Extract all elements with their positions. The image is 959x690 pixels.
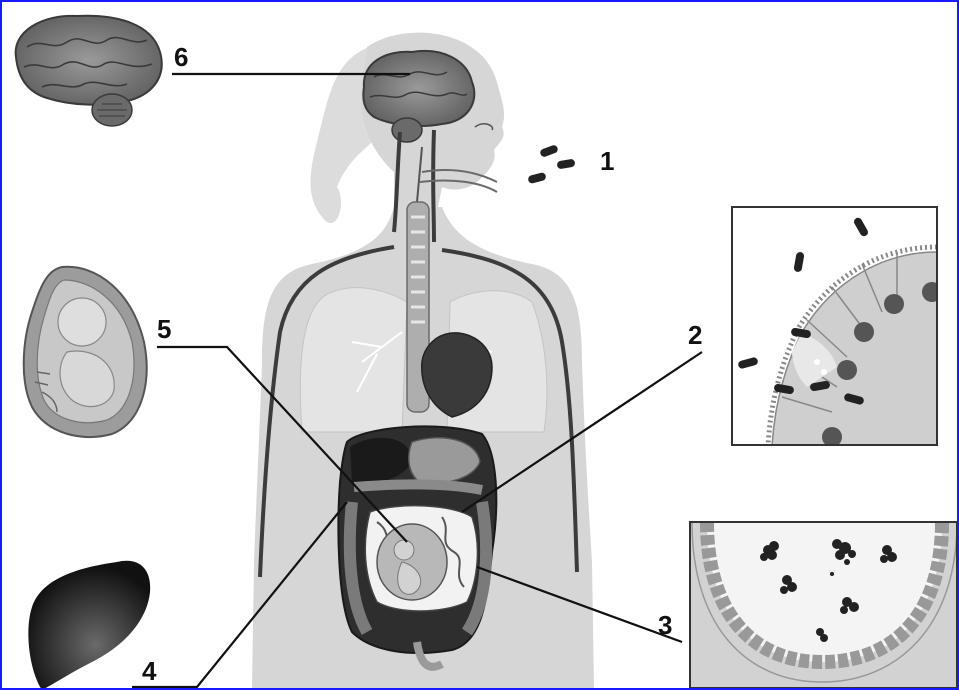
liver [28,561,150,688]
intestine-panel [690,522,957,688]
label-6: 6 [174,42,188,72]
abdomen [338,426,496,666]
uterus-with-fetus [24,267,147,437]
label-3: 3 [658,610,672,640]
label-4: 4 [142,656,157,686]
bacteria-group [527,144,575,184]
label-2: 2 [688,320,702,350]
brain-illustration [16,16,162,126]
label-1: 1 [600,146,614,176]
epithelium-panel [732,207,942,447]
label-5: 5 [157,314,171,344]
